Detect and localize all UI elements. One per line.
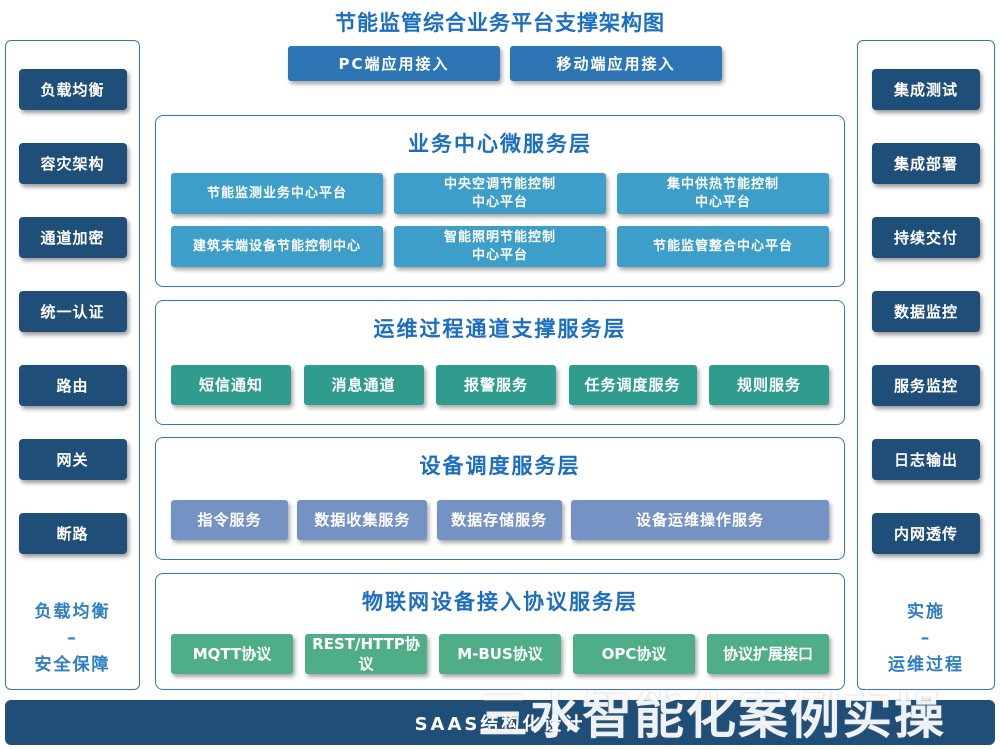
left-caption-dash: – (67, 628, 78, 649)
section-device-title: 设备调度服务层 (419, 454, 581, 478)
block-mbus-protocol: M-BUS协议 (439, 634, 561, 674)
block-data-collection-service: 数据收集服务 (297, 500, 428, 540)
block-building-terminal-control-center: 建筑末端设备节能控制中心 (171, 226, 383, 267)
block-unified-auth: 统一认证 (18, 291, 127, 332)
block-energy-supervision-integration-center: 节能监管整合中心平台 (617, 226, 829, 267)
client-access-row: PC端应用接入 移动端应用接入 (288, 46, 722, 81)
device-row: 指令服务 数据收集服务 数据存储服务 设备运维操作服务 (156, 500, 844, 540)
block-continuous-delivery: 持续交付 (872, 217, 980, 258)
block-mqtt-protocol: MQTT协议 (171, 634, 293, 674)
block-hvac-energy-control-center: 中央空调节能控制 中心平台 (394, 173, 606, 214)
ops-row: 短信通知 消息通道 报警服务 任务调度服务 规则服务 (156, 365, 844, 405)
mobile-access-block: 移动端应用接入 (510, 46, 722, 81)
right-panel-devops: 集成测试 集成部署 持续交付 数据监控 服务监控 日志输出 内网透传 实施 – … (857, 40, 995, 690)
block-routing: 路由 (18, 365, 127, 406)
block-alarm-service: 报警服务 (436, 365, 556, 405)
right-caption-line-2: 运维过程 (888, 654, 964, 675)
saas-foundation-bar: SAAS结构化设计 (5, 700, 995, 745)
block-gateway: 网关 (18, 439, 127, 480)
block-integration-deployment: 集成部署 (872, 143, 980, 184)
right-caption-dash: – (920, 628, 932, 649)
section-iot-title: 物联网设备接入协议服务层 (362, 590, 638, 614)
block-rest-http-protocol: REST/HTTP协议 (305, 634, 427, 674)
section-ops-channel-support: 运维过程通道支撑服务层 短信通知 消息通道 报警服务 任务调度服务 规则服务 (155, 300, 845, 425)
block-energy-monitoring-center: 节能监测业务中心平台 (171, 173, 383, 214)
block-smart-lighting-control-center: 智能照明节能控制 中心平台 (394, 226, 606, 267)
block-sms-notification: 短信通知 (171, 365, 291, 405)
page-title: 节能监管综合业务平台支撑架构图 (335, 11, 665, 35)
block-integration-testing: 集成测试 (872, 69, 980, 110)
pc-access-block: PC端应用接入 (288, 46, 500, 81)
block-load-balancing: 负载均衡 (18, 69, 127, 110)
right-caption-line-1: 实施 (907, 602, 945, 622)
block-service-monitoring: 服务监控 (872, 365, 980, 406)
block-opc-protocol: OPC协议 (573, 634, 695, 674)
block-data-storage-service: 数据存储服务 (436, 500, 562, 540)
block-central-heating-control-center: 集中供热节能控制 中心平台 (617, 173, 829, 214)
left-panel-caption: 负载均衡 – 安全保障 (35, 599, 111, 678)
block-rule-service: 规则服务 (709, 365, 829, 405)
protocol-row: MQTT协议 REST/HTTP协议 M-BUS协议 OPC协议 协议扩展接口 (156, 634, 844, 674)
block-log-output: 日志输出 (872, 439, 980, 480)
section-device-scheduling: 设备调度服务层 指令服务 数据收集服务 数据存储服务 设备运维操作服务 (155, 437, 845, 560)
business-row-2: 建筑末端设备节能控制中心 智能照明节能控制 中心平台 节能监管整合中心平台 (156, 226, 844, 267)
right-panel-caption: 实施 – 运维过程 (888, 599, 964, 678)
section-iot-protocol-access: 物联网设备接入协议服务层 MQTT协议 REST/HTTP协议 M-BUS协议 … (155, 573, 845, 690)
block-protocol-extension: 协议扩展接口 (707, 634, 829, 674)
business-row-1: 节能监测业务中心平台 中央空调节能控制 中心平台 集中供热节能控制 中心平台 (156, 173, 844, 214)
block-task-scheduling-service: 任务调度服务 (568, 365, 697, 405)
left-caption-line-2: 安全保障 (34, 654, 111, 675)
block-device-ops-service: 设备运维操作服务 (570, 500, 829, 540)
left-panel-security: 负载均衡 容灾架构 通道加密 统一认证 路由 网关 断路 负载均衡 – 安全保障 (5, 40, 140, 690)
block-circuit-breaker: 断路 (18, 513, 127, 554)
block-channel-encryption: 通道加密 (18, 217, 127, 258)
block-message-channel: 消息通道 (303, 365, 424, 405)
block-intranet-passthrough: 内网透传 (872, 513, 980, 554)
block-disaster-recovery: 容灾架构 (18, 143, 127, 184)
section-business-title: 业务中心微服务层 (408, 132, 592, 156)
block-command-service: 指令服务 (171, 500, 288, 540)
section-ops-title: 运维过程通道支撑服务层 (373, 317, 627, 341)
section-business-microservices: 业务中心微服务层 节能监测业务中心平台 中央空调节能控制 中心平台 集中供热节能… (155, 115, 845, 287)
left-caption-line-1: 负载均衡 (34, 602, 111, 622)
block-data-monitoring: 数据监控 (872, 291, 980, 332)
